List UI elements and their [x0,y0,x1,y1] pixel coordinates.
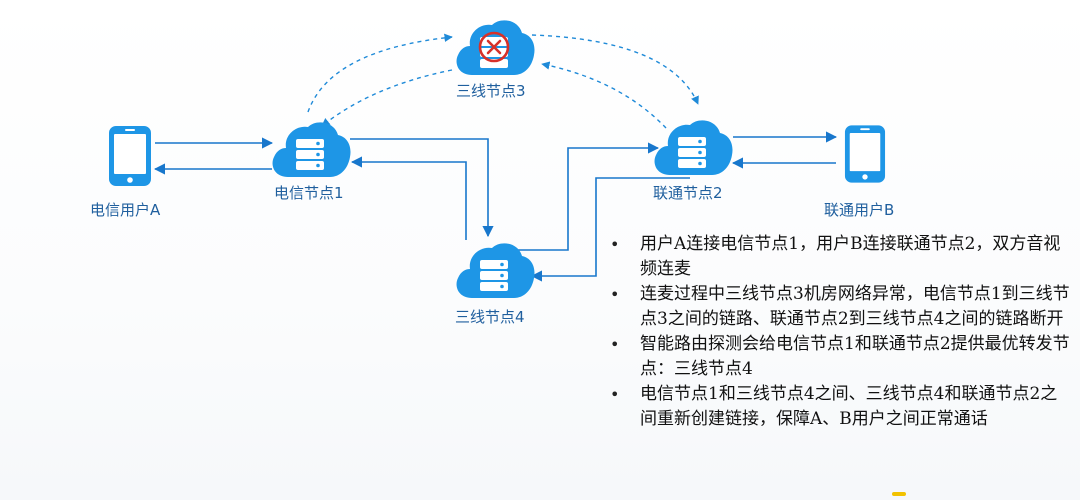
link-node2-to-node4 [530,177,690,282]
user-a-label: 电信用户A [90,201,161,219]
note-item: 用户A连接电信节点1，用户B连接联通节点2，双方音视频连麦 [606,232,1072,282]
corner-decoration [892,492,906,496]
cloud-server-icon [272,122,351,177]
note-item: 智能路由探测会给电信节点1和联通节点2提供最优转发节点：三线节点4 [606,332,1072,382]
telecom-node-1-label: 电信节点1 [274,184,344,202]
cloud-server-icon [654,120,733,175]
dashed-link-node2-to-node3 [541,61,667,129]
note-item: 电信节点1和三线节点4之间、三线节点4和联通节点2之间重新创建链接，保障A、B用… [606,382,1072,432]
triline-node-3-label: 三线节点3 [456,82,526,100]
cloud-server-icon [456,243,535,298]
triline-node-4-label: 三线节点4 [455,308,525,326]
link-node4-to-node2 [518,142,660,251]
phone-icon [109,126,151,186]
notes-list: 用户A连接电信节点1，用户B连接联通节点2，双方音视频连麦 连麦过程中三线节点3… [606,232,1072,432]
error-x-icon [478,31,510,63]
dashed-link-node3-to-node2 [531,34,699,105]
dashed-link-node3-to-node1 [321,69,453,127]
user-b-label: 联通用户B [824,201,895,219]
phone-icon [844,125,886,183]
dashed-link-node1-to-node3 [307,33,453,113]
unicom-node-2-label: 联通节点2 [653,184,723,202]
link-node4-to-node1 [350,156,467,240]
link-node1-to-node4 [350,138,494,238]
note-item: 连麦过程中三线节点3机房网络异常，电信节点1到三线节点3之间的链路、联通节点2到… [606,282,1072,332]
